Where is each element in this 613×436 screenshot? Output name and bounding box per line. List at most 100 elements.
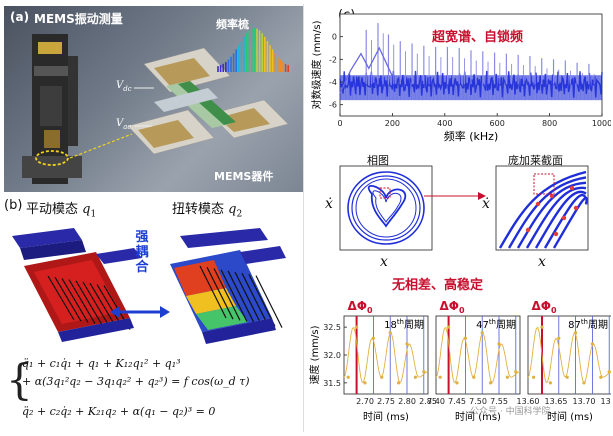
ts-x-tick-label: 2.85 <box>419 397 437 406</box>
spectrum-x-tick-label: 0 <box>337 119 342 128</box>
ts-point <box>489 381 493 385</box>
vdc-label: Vdc <box>116 80 132 93</box>
panel-a-title: MEMS振动测量 <box>34 12 123 26</box>
watermark: 公众号 · 中国科学院 <box>470 407 551 417</box>
ts-point <box>355 325 359 329</box>
vibrometer-rig <box>22 34 82 184</box>
ts-point <box>438 375 442 379</box>
ts-x-tick-label: 13.60 <box>517 397 540 406</box>
ts-point <box>480 331 484 335</box>
poincare-zoom-box <box>533 173 555 195</box>
poincare-point <box>561 215 567 221</box>
ts-y-tick-label: 31.5 <box>323 379 341 388</box>
ts-point <box>463 336 467 340</box>
ts-point <box>497 342 501 346</box>
spectrum-ylabel: 对数级速度 (mm/s) <box>310 20 323 109</box>
zoom-arrow-head <box>478 192 486 200</box>
poincare-curve <box>552 196 588 249</box>
mode1-title: 平动模态 q1 <box>26 202 97 220</box>
ts-xlabel: 时间 (ms) <box>363 410 409 423</box>
poincare-curve <box>516 181 587 249</box>
ts-point <box>557 336 561 340</box>
ts-point <box>548 381 552 385</box>
ts-point <box>599 375 603 379</box>
equation-2: q̈₂ + c₂q̇₂ + K₂₁q₂ + α(q₁ − q₂)³ = 0 <box>22 405 216 418</box>
vac-label: Vac <box>116 118 132 131</box>
ts-point <box>505 375 509 379</box>
poincare-point <box>549 193 555 199</box>
panel-a: (a) MEMS振动测量 频率梳 MEMS器件 Vdc Vac <box>4 6 304 192</box>
spectrum-y-tick-label: -4 <box>329 78 337 87</box>
comb-finger <box>234 271 262 325</box>
ts-period-label: 18th周期 <box>384 318 424 331</box>
poincare-title: 庞加莱截面 <box>508 154 563 167</box>
ts-x-tick-label: 13.70 <box>573 397 596 406</box>
ts-curve <box>343 326 429 384</box>
ts-xlabel: 时间 (ms) <box>455 410 501 423</box>
ts-point <box>540 325 544 329</box>
ts-point <box>397 381 401 385</box>
phase-section <box>339 165 589 251</box>
spectrum-y-tick-label: -2 <box>329 55 337 64</box>
coupling-label: 强 耦 合 <box>135 230 149 275</box>
ts-point <box>388 331 392 335</box>
translational-mode-model <box>12 228 142 342</box>
ts-curve <box>527 326 611 384</box>
ts-x-tick-label: 7.55 <box>490 397 508 406</box>
comb-finger <box>255 275 283 328</box>
comb-finger <box>206 266 234 320</box>
ts-ylabel: 速度 (mm/s) <box>308 325 321 384</box>
delta-phi-label: ΔΦ0 <box>439 299 465 315</box>
poincare-point <box>535 201 541 207</box>
comb-finger <box>54 276 82 322</box>
ts-point <box>413 375 417 379</box>
ts-y-tick-label: 32.5 <box>323 323 341 332</box>
phase-portrait-curves <box>347 171 425 245</box>
comb-finger <box>61 278 89 323</box>
ts-x-tick-label: 13.65 <box>545 397 568 406</box>
equation-1-line-1: q̈₁ + c₁q̇₁ + q₁ + K₁₂q₁² + q₁³ <box>22 357 181 370</box>
poincare-point <box>553 231 559 237</box>
ts-x-tick-label: 7.50 <box>469 397 487 406</box>
ts-curve <box>435 326 521 384</box>
panel-a-letter: (a) <box>10 10 30 24</box>
comb-finger <box>89 282 117 328</box>
frequency-comb-plot <box>217 28 290 72</box>
ts-x-tick-label: 13.75 <box>601 397 611 406</box>
mode-shapes <box>12 228 286 344</box>
phase-ylabel: ẋ <box>325 196 333 212</box>
comb-finger <box>75 280 103 326</box>
spectrum-x-tick-label: 600 <box>490 119 505 128</box>
comb-finger <box>47 275 75 321</box>
ts-point <box>447 325 451 329</box>
phase-title: 相图 <box>367 154 389 167</box>
comb-label: 频率梳 <box>216 18 249 31</box>
panel-b-letter: (b) <box>4 198 23 213</box>
ts-point <box>574 331 578 335</box>
ts-point <box>371 336 375 340</box>
comb-finger <box>241 272 269 326</box>
ts-point <box>532 375 536 379</box>
comb-finger <box>220 269 248 322</box>
ts-x-tick-label: 2.80 <box>398 397 416 406</box>
spectrum-x-tick-label: 400 <box>437 119 452 128</box>
ts-point <box>363 381 367 385</box>
ts-x-tick-label: 7.40 <box>427 397 445 406</box>
spectrum-headline: 超宽谱、自锁频 <box>432 30 524 45</box>
zoom-connector <box>69 133 133 159</box>
poincare-xlabel: x <box>538 254 546 270</box>
ts-point <box>422 370 426 374</box>
mems-device <box>127 47 289 155</box>
ts-point <box>514 370 518 374</box>
comb-finger <box>227 270 255 324</box>
ts-point <box>472 375 476 379</box>
poincare-point <box>573 205 579 211</box>
equations: { q̈₁ + c₁q̇₁ + q₁ + K₁₂q₁² + q₁³ + α(3q… <box>6 350 300 432</box>
panel-b: (b) 平动模态 q1 扭转模态 q2 <box>4 198 300 434</box>
ts-point <box>380 375 384 379</box>
spectrum-low-frequency <box>339 46 393 94</box>
ts-point <box>455 381 459 385</box>
poincare-point <box>525 227 531 233</box>
spectrum-xlabel: 频率 (kHz) <box>444 129 499 143</box>
